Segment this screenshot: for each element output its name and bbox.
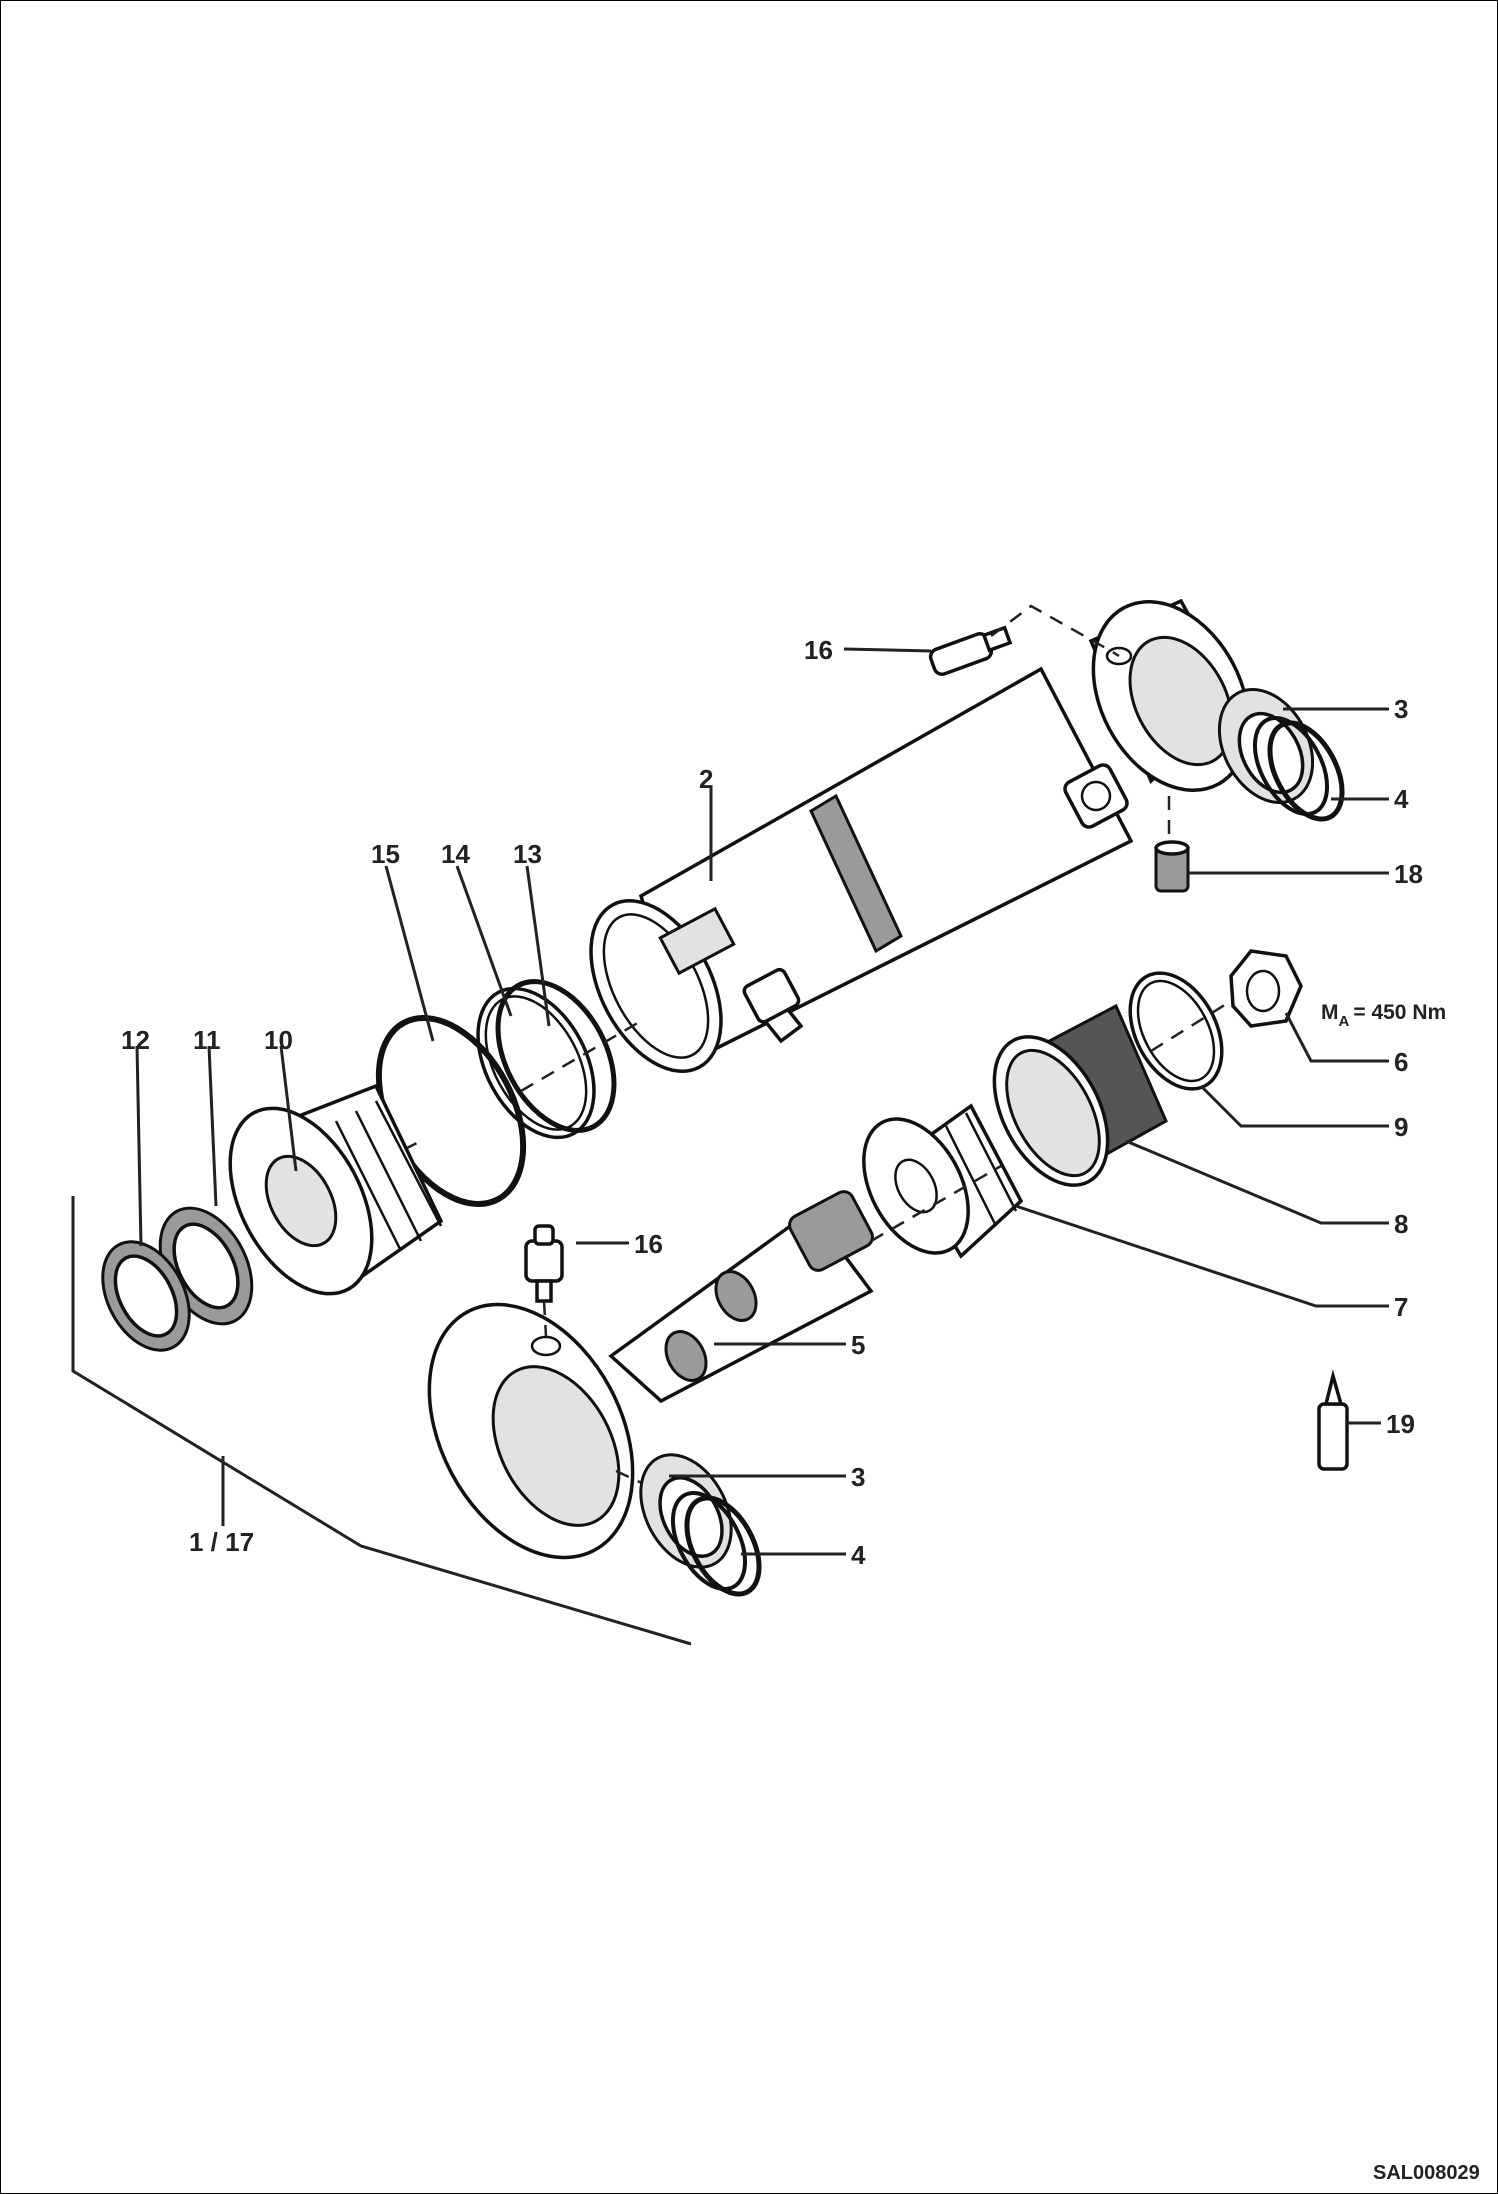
callout-7: 7: [1394, 1292, 1408, 1322]
callout-6: 6: [1394, 1047, 1408, 1077]
callout-14: 14: [441, 839, 470, 869]
cylinder-head: [228, 1083, 444, 1296]
piston: [862, 1103, 1024, 1259]
bearing-bottom: [639, 1453, 733, 1569]
callout-2: 2: [699, 764, 713, 794]
torque-subscript: A: [1339, 1013, 1350, 1030]
callout-13: 13: [513, 839, 542, 869]
ring-13: [495, 979, 617, 1133]
guide-ring: [101, 1240, 191, 1352]
torque-value: = 450 Nm: [1353, 1001, 1446, 1024]
ring-14: [476, 986, 596, 1140]
callout-19: 19: [1386, 1409, 1415, 1439]
callout-15: 15: [371, 839, 400, 869]
callout-3-bottom: 3: [851, 1462, 865, 1492]
callout-1-17: 1 / 17: [189, 1527, 254, 1557]
callout-5: 5: [851, 1330, 865, 1360]
grease-nipple-top: [928, 625, 1013, 676]
callout-16-top: 16: [804, 635, 833, 665]
callout-12: 12: [121, 1025, 150, 1055]
drawing-id: SAL008029: [1373, 2162, 1480, 2184]
callout-3-top: 3: [1394, 694, 1408, 724]
grease-nipple-bottom: [524, 1224, 564, 1303]
callout-labels: 16 2 3 4 18 6 9 8 7 19 5 16 3 4 13 14 15…: [121, 635, 1480, 2184]
callout-18: 18: [1394, 859, 1423, 889]
callout-16-bottom: 16: [634, 1229, 663, 1259]
circlip-bottom: [670, 1490, 762, 1597]
callout-4-top: 4: [1394, 784, 1409, 814]
piston-rod: [427, 1190, 874, 1560]
callout-4-bottom: 4: [851, 1540, 866, 1570]
torque-spec: MA= 450 Nm: [1321, 1001, 1446, 1030]
torque-symbol: M: [1321, 1001, 1339, 1024]
callout-11: 11: [193, 1025, 221, 1055]
callout-8: 8: [1394, 1209, 1408, 1239]
lock-nut: [1229, 949, 1303, 1028]
callout-10: 10: [264, 1025, 293, 1055]
set-screw: [1154, 840, 1190, 893]
piston-seal: [1128, 971, 1224, 1091]
adhesive-bottle: [1317, 1369, 1349, 1471]
cylinder-barrel: [589, 666, 1134, 1073]
piston-guide-ring: [992, 1003, 1168, 1187]
circlip-top: [1252, 715, 1345, 822]
callout-9: 9: [1394, 1112, 1408, 1142]
leader-lines: [71, 647, 1389, 1646]
